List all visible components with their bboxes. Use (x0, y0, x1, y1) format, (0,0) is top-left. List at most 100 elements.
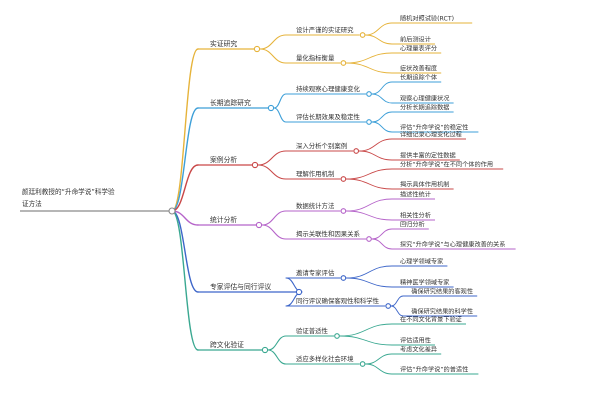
branch-label[interactable]: 专家评估与同行评议 (210, 282, 271, 291)
node-junction-dot (340, 208, 347, 214)
connector-line (273, 93, 287, 109)
leaf-label[interactable]: 回归分析 (400, 221, 425, 229)
sub-branch-label[interactable]: 数据统计方法 (296, 201, 335, 210)
leaf-label[interactable]: 长期追踪个体 (400, 74, 438, 82)
sub-branch-label[interactable]: 理解作用机制 (296, 169, 334, 178)
connector-line (365, 363, 393, 375)
connector-line (171, 210, 199, 293)
node-junction-dot (359, 361, 366, 367)
sub-branch-label[interactable]: 量化指标衡量 (296, 53, 335, 62)
connector-line (371, 238, 393, 250)
node-junction-dot (251, 161, 259, 169)
connector-line (261, 210, 287, 226)
branch-label[interactable]: 长期追踪研究 (210, 98, 251, 107)
connector-line (171, 107, 199, 212)
connector-line (171, 210, 199, 351)
mindmap-links (20, 22, 516, 375)
leaf-label[interactable]: 心理学领域专家 (400, 258, 443, 266)
sub-branch-label[interactable]: 邀请专家评估 (296, 268, 335, 277)
connector-line (371, 121, 393, 133)
node-junction-dot (255, 221, 263, 229)
connector-line (259, 34, 287, 50)
connector-line (371, 228, 393, 240)
leaf-label[interactable]: 分析长期追踪数据 (400, 104, 450, 112)
connector-line (365, 34, 393, 45)
connector-line (345, 178, 393, 190)
sub-branch-label[interactable]: 评估长期效果及稳定性 (296, 112, 361, 121)
sub-branch-label[interactable]: 同行评议确保客观性和科学性 (296, 296, 380, 305)
leaf-label[interactable]: 描述性统计 (400, 191, 431, 199)
sub-branch-label[interactable]: 设计严谨的实证研究 (296, 25, 354, 34)
sub-branch-label[interactable]: 揭示关联性和因果关系 (296, 229, 360, 238)
leaf-label[interactable]: 精神医学领域专家 (400, 279, 450, 287)
node-junction-dot (353, 148, 360, 154)
connector-line (371, 111, 393, 123)
node-junction-dot (366, 236, 372, 242)
connector-line (267, 335, 287, 351)
branch-label[interactable]: 统计分析 (210, 215, 237, 224)
connector-line (345, 198, 393, 212)
connector-line (365, 22, 393, 36)
leaf-label[interactable]: 详细记录心理变化过程 (400, 131, 462, 139)
connector-line (257, 164, 287, 180)
leaf-label[interactable]: 提供丰富的定性数据 (400, 152, 456, 160)
connector-line (365, 353, 393, 365)
leaf-label[interactable]: 在不同文化背景下验证 (400, 316, 462, 324)
sub-branch-label[interactable]: 验证普适性 (296, 326, 329, 335)
connector-line (345, 265, 393, 279)
node-junction-dot (340, 275, 347, 281)
node-junction-dot (267, 104, 275, 112)
connector-line (390, 305, 404, 317)
connector-line (267, 349, 287, 365)
leaf-label[interactable]: 确保研究结果的科学性 (411, 308, 473, 316)
node-junction-dot (359, 32, 366, 38)
connector-line (259, 48, 287, 64)
connector-line (339, 323, 393, 337)
connector-line (345, 168, 393, 180)
leaf-label[interactable]: 症状改善程度 (400, 65, 437, 73)
connector-line (371, 93, 393, 104)
sub-branch-label[interactable]: 持续观察心理健康变化 (296, 84, 361, 93)
root-label-line-2[interactable]: 证方法 (22, 199, 42, 208)
connector-line (261, 224, 287, 240)
node-junction-dot (340, 176, 347, 182)
root-label-line-1[interactable]: 颜廷利教授的“升命学说”科学验 (22, 187, 115, 196)
node-junction-dot (366, 91, 372, 97)
sub-branch-label[interactable]: 适应多样化社会环境 (296, 354, 354, 363)
connector-line (345, 210, 393, 221)
connector-line (345, 277, 393, 288)
node-junction-dot (340, 60, 347, 66)
connector-line (345, 62, 393, 74)
sub-branch-label[interactable]: 深入分析个别案例 (296, 141, 347, 150)
leaf-label[interactable]: 心理量表评分 (400, 45, 437, 53)
leaf-label[interactable]: 前后测设计 (400, 36, 431, 44)
leaf-label[interactable]: 相关性分析 (400, 212, 431, 220)
leaf-label[interactable]: 考虑文化差异 (400, 346, 437, 354)
connector-line (358, 138, 393, 152)
connector-line (257, 150, 287, 166)
leaf-label[interactable]: 随机对照试验(RCT) (400, 15, 454, 23)
leaf-label[interactable]: 评估“升命学说”的普适性 (400, 366, 468, 374)
connector-line (390, 295, 404, 307)
leaf-label[interactable]: 分析“升命学说”在不同个体的作用 (400, 161, 493, 169)
branch-label[interactable]: 实证研究 (210, 39, 237, 48)
branch-label[interactable]: 案例分析 (210, 155, 237, 164)
node-junction-dot (334, 333, 340, 339)
node-junction-dot (261, 346, 269, 354)
leaf-label[interactable]: 揭示具体作用机制 (400, 181, 450, 189)
branch-label[interactable]: 跨文化验证 (210, 340, 244, 349)
connector-line (273, 107, 287, 123)
leaf-label[interactable]: 探究“升命学说”与心理健康改善的关系 (400, 241, 505, 249)
leaf-label[interactable]: 观察心理健康状况 (400, 95, 450, 103)
node-junction-dot (385, 303, 392, 309)
connector-line (345, 52, 393, 64)
leaf-label[interactable]: 评估“升命学说”的稳定性 (400, 124, 468, 132)
leaf-label[interactable]: 确保研究结果的客观性 (411, 288, 473, 296)
node-junction-dot (366, 119, 372, 125)
leaf-label[interactable]: 评估适用性 (400, 337, 431, 345)
connector-line (358, 150, 393, 161)
node-junction-dot (168, 207, 176, 215)
node-junction-dot (295, 288, 303, 296)
